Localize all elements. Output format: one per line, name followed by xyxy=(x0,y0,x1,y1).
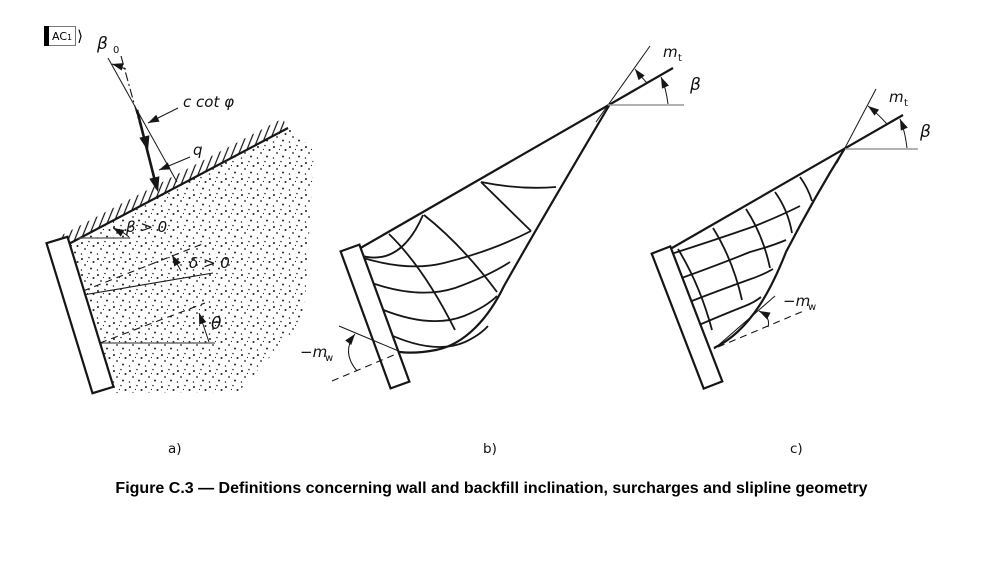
amendment-tag-chevron-icon: ⟩ xyxy=(77,27,83,45)
surcharge-leader-arrowhead-icon xyxy=(159,162,171,170)
outer-slipline-c xyxy=(713,147,846,349)
outer-slipline-b xyxy=(399,103,611,354)
delta-reference-line xyxy=(82,272,214,296)
mt-direction-line-c xyxy=(836,88,877,164)
panel-b-label: b) xyxy=(483,441,497,457)
wall-tangent-line-b xyxy=(338,325,402,353)
slipline-net-c xyxy=(667,176,813,331)
surcharge-label: q xyxy=(193,141,203,159)
figure-caption: Figure C.3 — Definitions concerning wall… xyxy=(115,480,868,497)
retaining-wall-b xyxy=(339,243,411,390)
mt-arrowhead-icon-c xyxy=(868,106,880,116)
mw-dashed-line-b xyxy=(331,351,402,382)
mw-arrowhead-icon-b xyxy=(345,334,355,346)
mw-dashed-line-c xyxy=(717,309,807,348)
beta-arrowhead-icon-b xyxy=(661,77,669,89)
mw-label-c: −m xyxy=(783,292,810,310)
beta-label-b: β xyxy=(689,75,701,95)
mt-subscript-c: t xyxy=(904,98,908,109)
panel-a-label: a) xyxy=(168,441,182,457)
backfill-surface-line-c xyxy=(664,114,904,253)
panel-a-diagram: β 0 c cot φ q β > 0 δ > 0 θ xyxy=(45,34,314,395)
slipline-net-b xyxy=(358,181,557,348)
mw-label-b: −m xyxy=(300,343,327,361)
panel-b-diagram: m t β −m w xyxy=(300,43,701,390)
cohesion-arrowhead-icon xyxy=(139,135,150,151)
surface-hatching xyxy=(57,118,288,248)
surcharge-vector xyxy=(135,109,159,190)
panel-c-diagram: m t β −m w xyxy=(650,88,931,391)
panel-c-label: c) xyxy=(790,441,803,457)
beta0-subscript: 0 xyxy=(113,45,119,56)
wall-friction-label: δ > 0 xyxy=(189,254,230,272)
theta-label: θ xyxy=(211,314,222,334)
mt-direction-line-b xyxy=(595,45,651,123)
beta-arrowhead-icon-c xyxy=(900,119,908,131)
delta-dashed-line xyxy=(82,242,206,292)
amendment-tag-subscript: 1 xyxy=(67,33,73,42)
wall-tangent-line-c xyxy=(713,295,776,350)
beta-arrowhead-icon xyxy=(113,228,125,237)
mt-label-b: m xyxy=(663,43,678,61)
theta-arrowhead-icon xyxy=(199,313,207,325)
retaining-wall-a xyxy=(45,235,115,395)
retaining-wall-c xyxy=(650,244,724,391)
mw-arrowhead-icon-c xyxy=(759,311,771,320)
beta-label-c: β xyxy=(919,122,931,142)
surface-normal-line xyxy=(107,57,178,183)
backfill-surface-line-b xyxy=(356,67,674,251)
mt-label-c: m xyxy=(889,88,904,106)
delta-arrowhead-icon xyxy=(172,255,181,267)
soil-stipple-region xyxy=(63,128,314,393)
beta0-label: β xyxy=(96,34,108,54)
amendment-tag-bar xyxy=(44,26,49,46)
theta-dashed-line xyxy=(99,302,206,344)
ground-surface-line xyxy=(62,127,289,248)
beta0-arrowhead-icon xyxy=(112,63,124,71)
cohesion-leader-arrowhead-icon xyxy=(148,114,160,123)
amendment-tag-label: AC xyxy=(52,29,68,43)
figure-caption-container: Figure C.3 — Definitions concerning wall… xyxy=(0,477,983,500)
mw-subscript-c: w xyxy=(808,302,816,313)
cohesion-term-label: c cot φ xyxy=(183,93,234,111)
mw-subscript-b: w xyxy=(325,353,333,364)
surcharge-arrowhead-icon xyxy=(149,176,160,192)
mt-subscript-b: t xyxy=(678,53,682,64)
mt-arrowhead-icon-b xyxy=(635,69,645,81)
slope-angle-label: β > 0 xyxy=(125,218,167,236)
